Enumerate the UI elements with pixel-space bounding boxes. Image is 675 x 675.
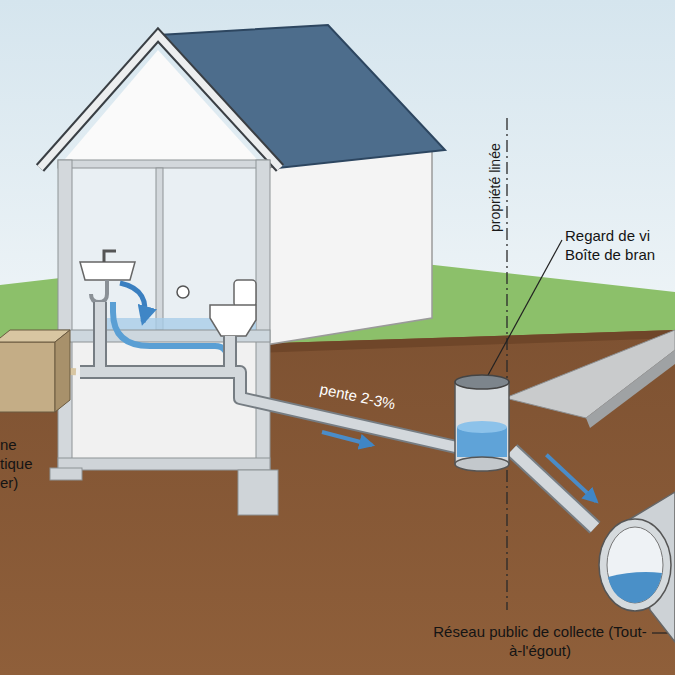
- paper-roll: [177, 286, 189, 298]
- toilet-tank: [234, 280, 256, 307]
- septic-tank-shape: [0, 322, 70, 417]
- toilet-bowl: [210, 305, 256, 336]
- house-side-wall: [265, 148, 432, 345]
- node-label: Regard de vi Boîte de bran: [565, 226, 675, 264]
- property-line-label: propriété linée: [486, 143, 504, 232]
- flow-arrow: [546, 455, 596, 502]
- soil: [0, 330, 675, 675]
- sidewalk-edge: [586, 350, 675, 428]
- tank-side: [55, 330, 70, 412]
- pipe-connector: [512, 450, 596, 528]
- sink: [80, 262, 135, 280]
- flow-arrow: [120, 283, 145, 322]
- left-wall: [58, 160, 72, 470]
- property-line: [506, 118, 507, 610]
- pipe-inside: [607, 527, 663, 603]
- node-label: Réseau public de collecte (Tout-à-l'égou…: [430, 622, 650, 660]
- fascia: [40, 35, 280, 168]
- public-sewer-pipe-shape: [595, 515, 675, 615]
- roof-edge: [40, 35, 280, 168]
- manhole-body: [455, 382, 509, 464]
- leader-line: [487, 240, 562, 377]
- public-sewer-pipe: Réseau public de collecte (Tout-à-l'égou…: [595, 515, 675, 615]
- sewer-pipe: [80, 302, 456, 447]
- pipe-rim: [599, 519, 671, 611]
- manhole-cover: [455, 375, 509, 389]
- inspection-manhole: Regard de vi Boîte de bran: [452, 372, 512, 472]
- footing: [50, 468, 82, 480]
- manhole-base: [455, 457, 509, 471]
- flow-arrow: [322, 432, 372, 445]
- septic-tank: ne tique er): [0, 322, 70, 417]
- right-wall: [256, 160, 270, 480]
- pipe-water: [608, 572, 662, 603]
- inspection-manhole-shape: [452, 372, 512, 472]
- top-beam: [58, 160, 270, 168]
- basement-slab: [58, 458, 270, 470]
- sink-trap: [91, 280, 107, 302]
- tank-front: [0, 342, 55, 412]
- water-surface: [457, 421, 507, 433]
- pipe-outline: [80, 302, 456, 447]
- drain-pipe-blue: [113, 302, 228, 362]
- node-label: ne tique er): [0, 435, 48, 492]
- faucet: [104, 251, 116, 262]
- partition: [156, 168, 163, 330]
- footing: [238, 470, 278, 515]
